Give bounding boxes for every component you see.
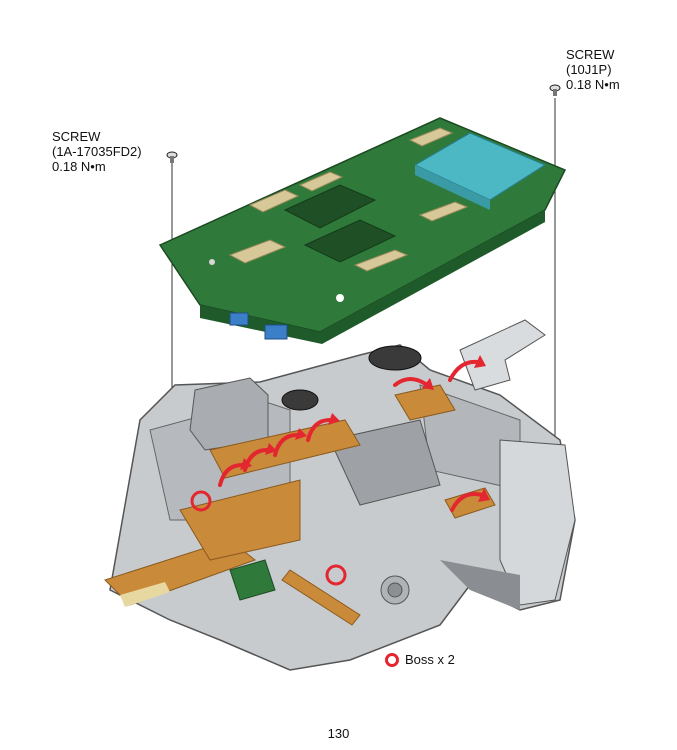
screw-callout-right-torque: 0.18 N•m [566,77,620,92]
main-pcb-board [158,117,567,344]
boss-ring-icon [385,652,399,667]
screw-icon-right [549,84,561,96]
boss-legend-label: Boss x 2 [405,652,455,667]
boss-marker-2 [325,564,347,586]
screw-callout-right: SCREW (10J1P) 0.18 N•m [566,47,620,92]
metal-bracket [459,319,546,391]
camera-chassis [109,344,576,671]
page-number: 130 [327,726,350,741]
screw-callout-left-torque: 0.18 N•m [52,159,106,174]
screw-callout-left: SCREW (1A-17035FD2) 0.18 N•m [52,129,142,174]
flex-cables [104,384,496,626]
screw-icon-left [166,151,178,163]
screw-callout-right-part: (10J1P) [566,62,612,77]
screw-callout-left-part: (1A-17035FD2) [52,144,142,159]
sd-card-slot [413,132,547,201]
release-arrows [218,355,490,512]
boss-marker-1 [190,490,212,512]
screw-callout-right-title: SCREW [566,47,615,62]
screw-callout-left-title: SCREW [52,129,101,144]
boss-legend: Boss x 2 [385,652,455,667]
